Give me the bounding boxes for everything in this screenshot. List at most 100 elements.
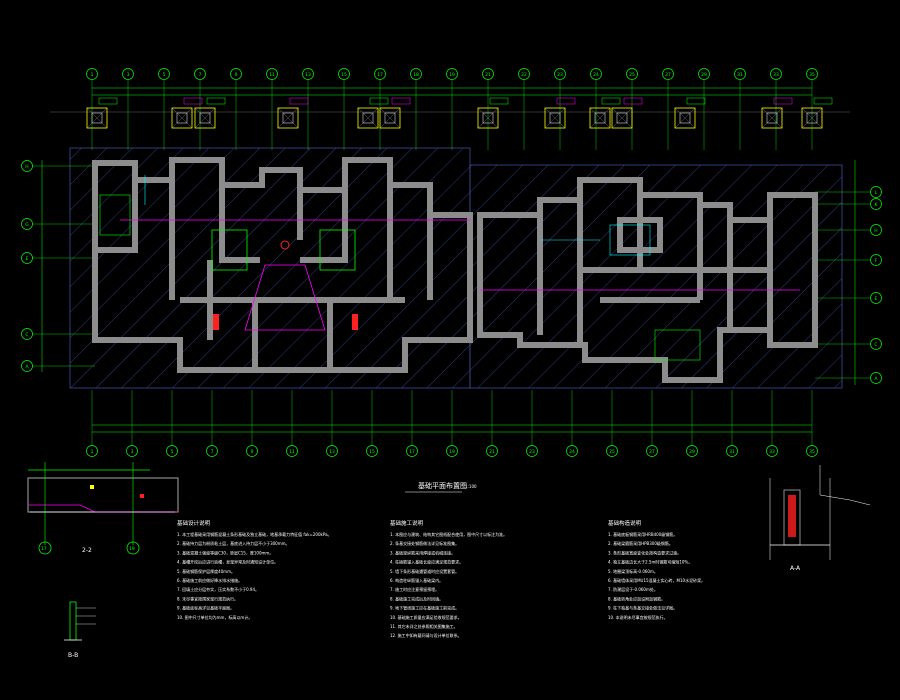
footing-detail-column <box>482 112 494 124</box>
axis-bubble-right <box>870 338 882 350</box>
wall-outline-right <box>477 177 818 383</box>
notes-line: 5. 地圈梁顶标高-0.060m。 <box>608 568 658 574</box>
axis-label-bottom: 13 <box>329 449 335 455</box>
axis-label-bottom: 31 <box>729 449 735 455</box>
axis-bubble-right <box>870 186 882 198</box>
notes-line: 4. 柱插筋锚入基础长度应满足规范要求。 <box>390 559 463 565</box>
footing-detail-column <box>384 112 396 124</box>
footing-detail-diagonal <box>277 107 299 129</box>
section-2-2-label: 2-2 <box>82 547 92 554</box>
footing-detail-diagonal <box>589 107 611 129</box>
axis-label-top: 21 <box>485 72 491 78</box>
axis-label-top: 22 <box>521 72 527 78</box>
plan-title: 基础平面布置图 <box>418 481 467 490</box>
section-2-2-axis-left: 17 <box>41 546 47 552</box>
footing-detail-diagonal <box>477 107 499 129</box>
footing-detail-diagonal <box>194 107 216 129</box>
axis-bubble-bottom <box>166 445 178 457</box>
axis-label-bottom: 21 <box>489 449 495 455</box>
notes-line: 9. 地下管线施工应在基础施工前完成。 <box>390 605 459 611</box>
footing-detail-column <box>282 112 294 124</box>
axis-label-left: A <box>25 364 29 370</box>
axis-bubble-top <box>338 68 350 80</box>
notes-line: 8. 基础施工完成后及时回填。 <box>390 595 443 601</box>
column-footing-details <box>86 97 833 129</box>
axis-bubble-bottom <box>606 445 618 457</box>
axis-label-bottom: 3 <box>131 449 134 455</box>
notes-line: 1. 本图应与建筑、结构其它图纸配合使用，图中尺寸以标注为准。 <box>390 531 507 537</box>
axis-bubble-bottom <box>646 445 658 457</box>
notes-line: 5. 墙下条形基础遇管道时应设置套管。 <box>390 568 459 574</box>
axis-bubble-top <box>194 68 206 80</box>
footing-detail-diagonal <box>171 107 193 129</box>
axis-bubble-left <box>21 328 33 340</box>
axis-label-bottom: 17 <box>409 449 415 455</box>
axis-label-bottom: 25 <box>609 449 615 455</box>
axis-label-top: 3 <box>127 72 130 78</box>
axis-bubble-top <box>158 68 170 80</box>
axis-bubble-right <box>870 254 882 266</box>
axis-bubble-left <box>21 218 33 230</box>
section-2-2-detail <box>27 462 179 555</box>
axis-label-top: 13 <box>305 72 311 78</box>
footing-detail-tag <box>183 97 203 105</box>
axis-bubble-top <box>266 68 278 80</box>
notes-line: 12. 施工中如有疑问请与设计单位联系。 <box>390 632 462 638</box>
footing-detail-diagonal <box>611 107 633 129</box>
notes-line: 3. 条形基础宽度变化处按构造要求过渡。 <box>608 549 681 555</box>
notes-line: 10. 图中尺寸单位均为mm，标高以m计。 <box>177 614 252 620</box>
detail-b-b <box>64 601 96 641</box>
axis-label-top: 7 <box>199 72 202 78</box>
footing-detail-column <box>176 112 188 124</box>
footing-detail-column <box>91 112 103 124</box>
axis-bubble-top <box>626 68 638 80</box>
notes-title: 基础构造说明 <box>608 519 642 527</box>
axis-label-bottom: 15 <box>369 449 375 455</box>
footing-detail-tag <box>686 97 706 105</box>
footing-detail-tag <box>623 97 643 105</box>
axis-bubble-top <box>662 68 674 80</box>
axis-label-top: 18 <box>413 72 419 78</box>
axis-label-top: 35 <box>809 72 815 78</box>
notes-line: 1. 本工程基础采用钢筋混凝土条形基础及独立基础，地基承载力特征值 fak=20… <box>177 531 332 537</box>
axis-label-top: 31 <box>737 72 743 78</box>
footing-detail-box <box>761 107 783 129</box>
axis-label-top: 19 <box>449 72 455 78</box>
axis-label-top: 1 <box>91 72 94 78</box>
axis-bubble-top <box>482 68 494 80</box>
detail-a-a <box>769 465 871 560</box>
axis-label-bottom: 27 <box>649 449 655 455</box>
footing-detail-box <box>611 107 633 129</box>
axis-bubble-left <box>21 252 33 264</box>
notes-title: 基础施工说明 <box>390 519 424 527</box>
axis-bubble-right <box>870 292 882 304</box>
axis-bubble-top <box>374 68 386 80</box>
footing-detail-box <box>544 107 566 129</box>
axis-label-top: 29 <box>701 72 707 78</box>
notes-line: 1. 基础底板钢筋采用HRB400级钢筋。 <box>608 531 677 537</box>
axis-label-top: 11 <box>269 72 275 78</box>
footing-detail-diagonal <box>544 107 566 129</box>
axis-bubble-top <box>554 68 566 80</box>
axis-bubble-top <box>806 68 818 80</box>
axis-bubble-bottom <box>286 445 298 457</box>
axis-label-bottom: 29 <box>689 449 695 455</box>
footing-detail-column <box>679 112 691 124</box>
axis-label-top: 25 <box>629 72 635 78</box>
axis-label-right: A <box>874 376 878 382</box>
footing-detail-tag <box>289 97 309 105</box>
axis-bubble-bottom <box>246 445 258 457</box>
notes-line: 9. 基础底标高详见基础平面图。 <box>177 605 234 611</box>
notes-line: 4. 独立基础边长大于2.5m时钢筋可缩短10%。 <box>608 559 692 565</box>
notes-line: 2. 条基交接处钢筋做法详见标准图集。 <box>390 540 459 546</box>
axis-label-top: 5 <box>163 72 166 78</box>
axis-label-bottom: 19 <box>449 449 455 455</box>
foundation-walls <box>92 157 818 383</box>
footing-detail-tag <box>98 97 118 105</box>
axis-label-left: H <box>25 164 28 170</box>
axis-label-top: 24 <box>593 72 599 78</box>
axis-label-top: 17 <box>377 72 383 78</box>
notes-line: 6. 基础施工前应做好降水排水措施。 <box>177 577 242 583</box>
axis-label-bottom: 24 <box>569 449 575 455</box>
